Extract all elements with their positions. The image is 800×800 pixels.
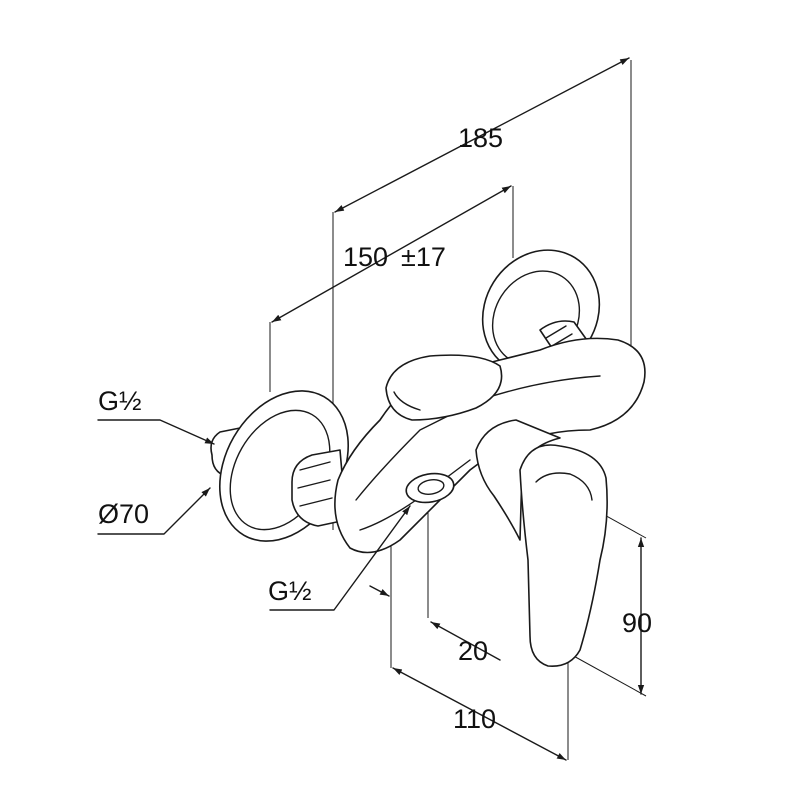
callout-outlet-thread: G½: [268, 505, 411, 611]
dimension-inlet-spacing: 150 ±17: [271, 185, 512, 323]
handle-height-label: 90: [622, 608, 652, 638]
dimension-outlet-offset: 20: [369, 585, 501, 666]
overall-width-label: 185: [458, 123, 503, 153]
dimension-handle-height: 90: [622, 537, 652, 695]
inlet-tolerance-label: ±17: [401, 242, 446, 272]
dimension-overall-width: 185: [334, 57, 630, 213]
lever-handle: [475, 419, 608, 667]
dimension-projection-depth: 110: [392, 667, 567, 761]
callout-inlet-thread: G½: [97, 386, 215, 445]
outlet-offset-label: 20: [458, 636, 488, 666]
connector-nut-left: [291, 449, 347, 527]
escutcheon-diameter-label: Ø70: [98, 499, 149, 529]
outlet-thread-label: G½: [268, 576, 312, 606]
callout-escutcheon-diameter: Ø70: [97, 487, 211, 535]
inlet-thread-label: G½: [98, 386, 142, 416]
projection-depth-label: 110: [453, 704, 496, 734]
inlet-spacing-label: 150: [343, 242, 388, 272]
